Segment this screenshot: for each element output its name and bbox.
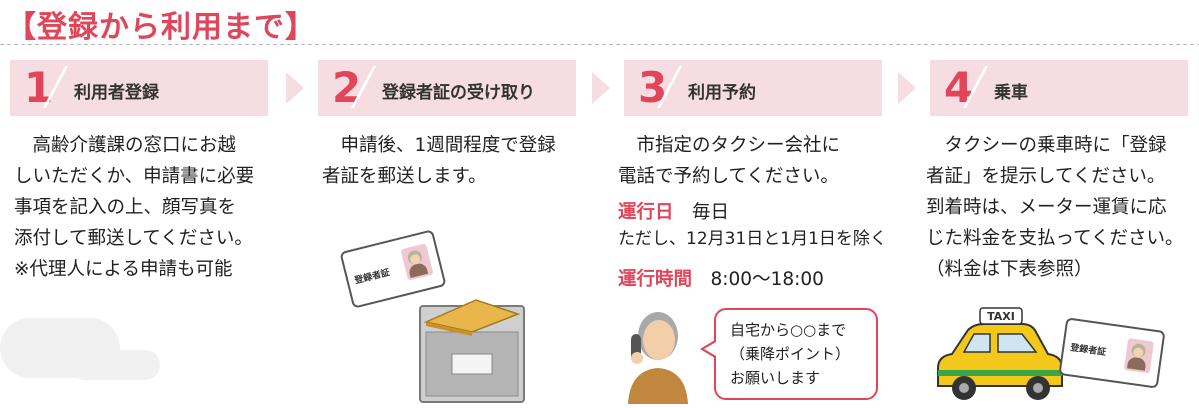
operating-days: 運行日 毎日 ただし、12月31日と1月1日を除く (618, 200, 898, 252)
card-label: 登録者証 (1069, 343, 1107, 359)
step-2-number: 2 (332, 63, 362, 112)
step-1-label: 利用者登録 (74, 83, 159, 103)
taxi-icon: TAXI (937, 307, 1063, 400)
text-line: 申請後、1週間程度で登録 (322, 135, 556, 156)
elderly-phone-caller-icon (628, 312, 688, 404)
bubble-line: （乗降ポイント） (730, 345, 851, 363)
text-line: 電話で予約してください。 (618, 166, 839, 187)
step-1-number: 1 (24, 63, 54, 112)
step-4-header: 4 乗車 (930, 60, 1188, 116)
step-3-number: 3 (638, 63, 668, 112)
step-3-label: 利用予約 (688, 83, 756, 103)
step-2-header: 2 登録者証の受け取り (318, 60, 576, 116)
step-1-header: 1 利用者登録 (10, 60, 268, 116)
text-line: 者証を郵送します。 (322, 166, 487, 187)
hours-label: 運行時間 (618, 269, 693, 290)
step-4-label: 乗車 (994, 83, 1028, 103)
days-value: 毎日 (692, 202, 730, 223)
page-title: 【登録から利用まで】 (6, 10, 316, 45)
registration-card: 登録者証 (1058, 317, 1166, 389)
card-label: 登録者証 (353, 268, 392, 287)
step-2-description: 申請後、1週間程度で登録 者証を郵送します。 (322, 130, 584, 192)
text-line: （料金は下表参照） (926, 259, 1093, 280)
text-line: 市指定のタクシー会社に (618, 135, 841, 156)
step-4-number: 4 (944, 63, 974, 112)
taxi-sign: TAXI (987, 310, 1015, 323)
text-line: 高齢介護課の窓口にお越 (14, 135, 237, 156)
step-4-description: タクシーの乗車時に「登録 者証」を提示してください。 到着時は、メーター運賃に応… (926, 130, 1196, 285)
text-line: 添付して郵送してください。 (14, 228, 253, 249)
bubble-line: お願いします (730, 369, 821, 387)
mailbox-icon (419, 299, 525, 403)
step-2-label: 登録者証の受け取り (382, 83, 535, 103)
speech-bubble: 自宅から○○まで （乗降ポイント） お願いします (714, 308, 878, 400)
text-line: しいただくか、申請書に必要 (14, 166, 255, 187)
text-line: 到着時は、メーター運賃に応 (926, 197, 1167, 218)
step-1-description: 高齢介護課の窓口にお越 しいただくか、申請書に必要 事項を記入の上、顔写真を 添… (14, 130, 276, 285)
bubble-line: 自宅から○○まで (730, 321, 847, 339)
operating-hours: 運行時間 8:00〜18:00 (618, 264, 898, 295)
text-line: ※代理人による申請も可能 (14, 259, 233, 280)
title-divider (0, 44, 1199, 45)
days-label: 運行日 (618, 202, 674, 223)
hours-value: 8:00〜18:00 (710, 269, 824, 290)
face-photo-icon (1123, 338, 1154, 374)
step-arrow-icon (898, 72, 916, 104)
face-photo-icon (400, 243, 434, 281)
text-line: じた料金を支払ってください。 (926, 228, 1184, 249)
step-arrow-icon (286, 72, 304, 104)
decorative-blob (70, 350, 160, 380)
bubble-tail-inner (704, 342, 716, 356)
days-note: ただし、12月31日と1月1日を除く (618, 229, 887, 249)
text-line: 者証」を提示してください。 (926, 166, 1166, 187)
text-line: タクシーの乗車時に「登録 (926, 135, 1167, 156)
step-3-description: 市指定のタクシー会社に 電話で予約してください。 (618, 130, 888, 192)
step-3-header: 3 利用予約 (624, 60, 882, 116)
step-arrow-icon (592, 72, 610, 104)
text-line: 事項を記入の上、顔写真を (14, 197, 237, 218)
